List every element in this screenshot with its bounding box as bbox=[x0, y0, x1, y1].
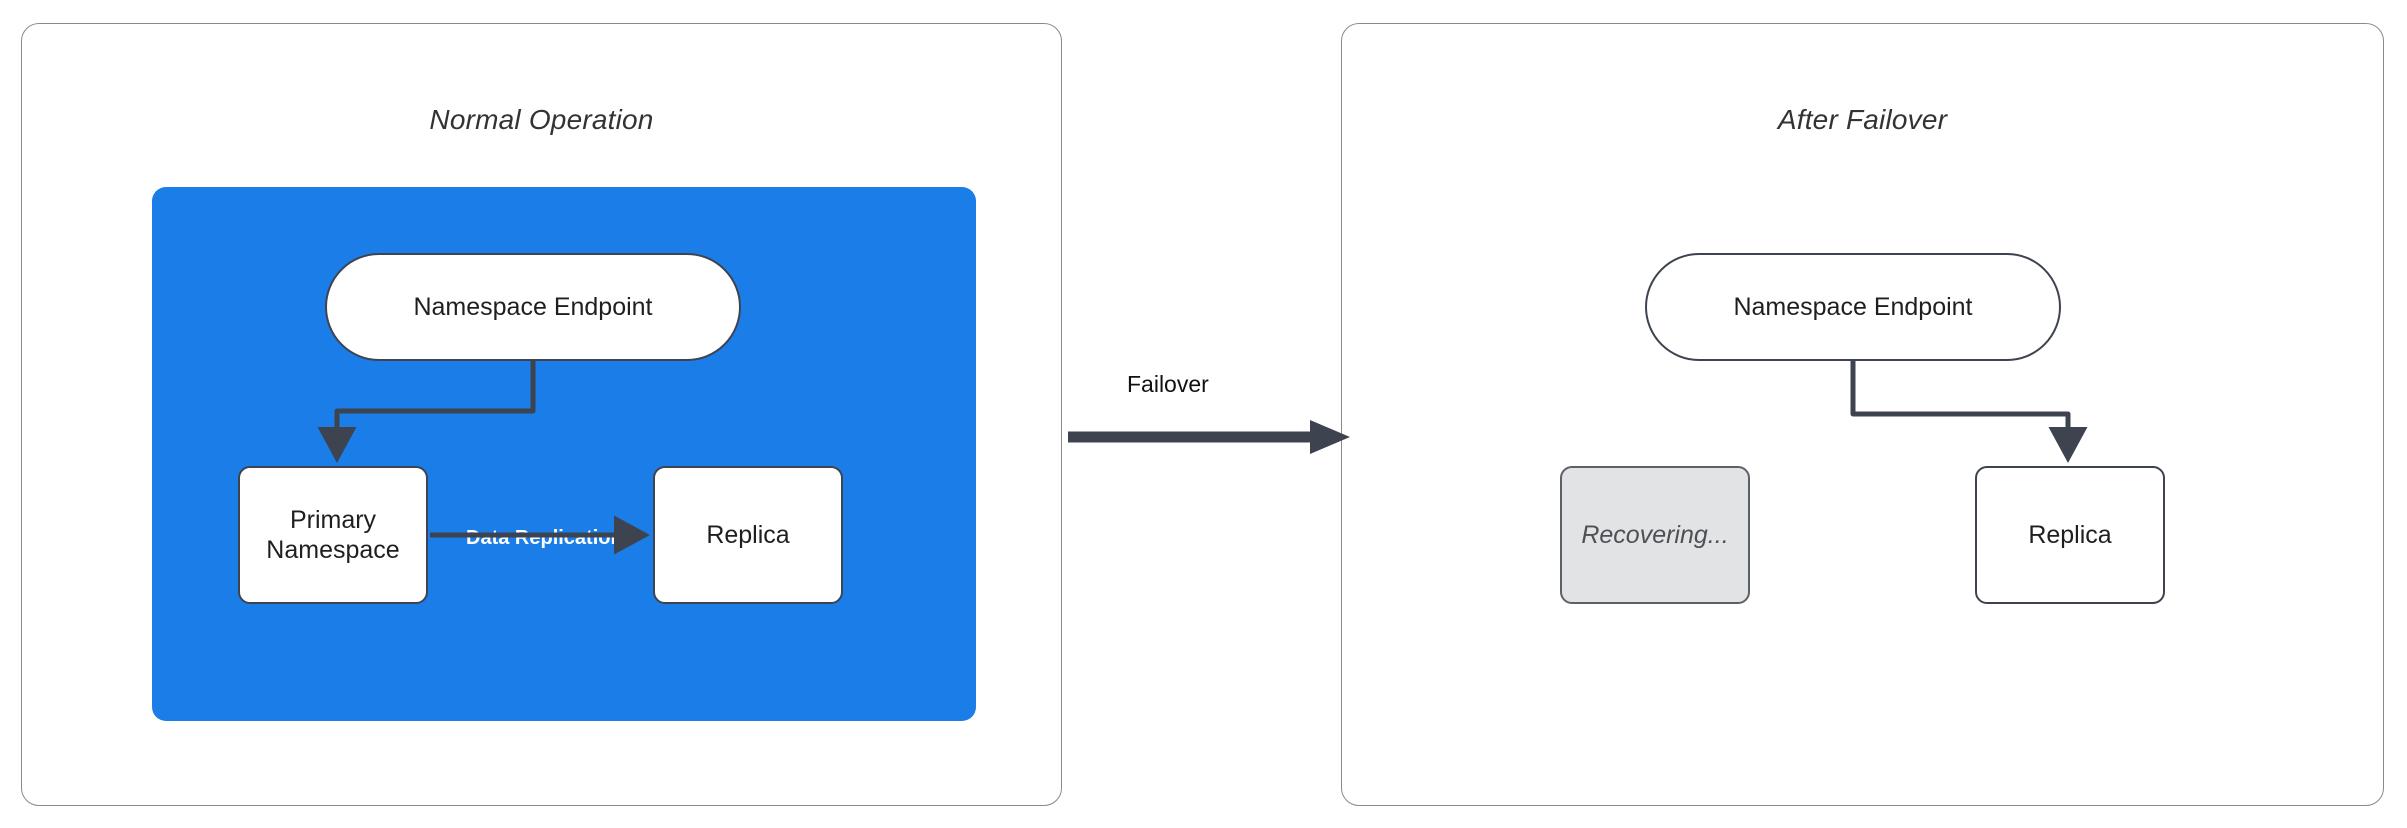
node-recovering[interactable]: Recovering... bbox=[1560, 466, 1750, 604]
edge-label-failover: Failover bbox=[1127, 371, 1209, 397]
node-replica-left[interactable]: Replica bbox=[653, 466, 843, 604]
node-replica-right[interactable]: Replica bbox=[1975, 466, 2165, 604]
edge-label-data-replication: Data Replication bbox=[466, 527, 623, 549]
panel-normal-operation: Normal Operation bbox=[21, 23, 1062, 806]
node-namespace-endpoint-left[interactable]: Namespace Endpoint bbox=[325, 253, 741, 361]
node-namespace-endpoint-right[interactable]: Namespace Endpoint bbox=[1645, 253, 2061, 361]
node-primary-namespace[interactable]: Primary Namespace bbox=[238, 466, 428, 604]
panel-after-failover: After Failover bbox=[1341, 23, 2384, 806]
failover-transition-arrow bbox=[1068, 420, 1350, 454]
panel-title-normal-operation: Normal Operation bbox=[429, 104, 654, 135]
panel-title-after-failover: After Failover bbox=[1777, 104, 1948, 135]
